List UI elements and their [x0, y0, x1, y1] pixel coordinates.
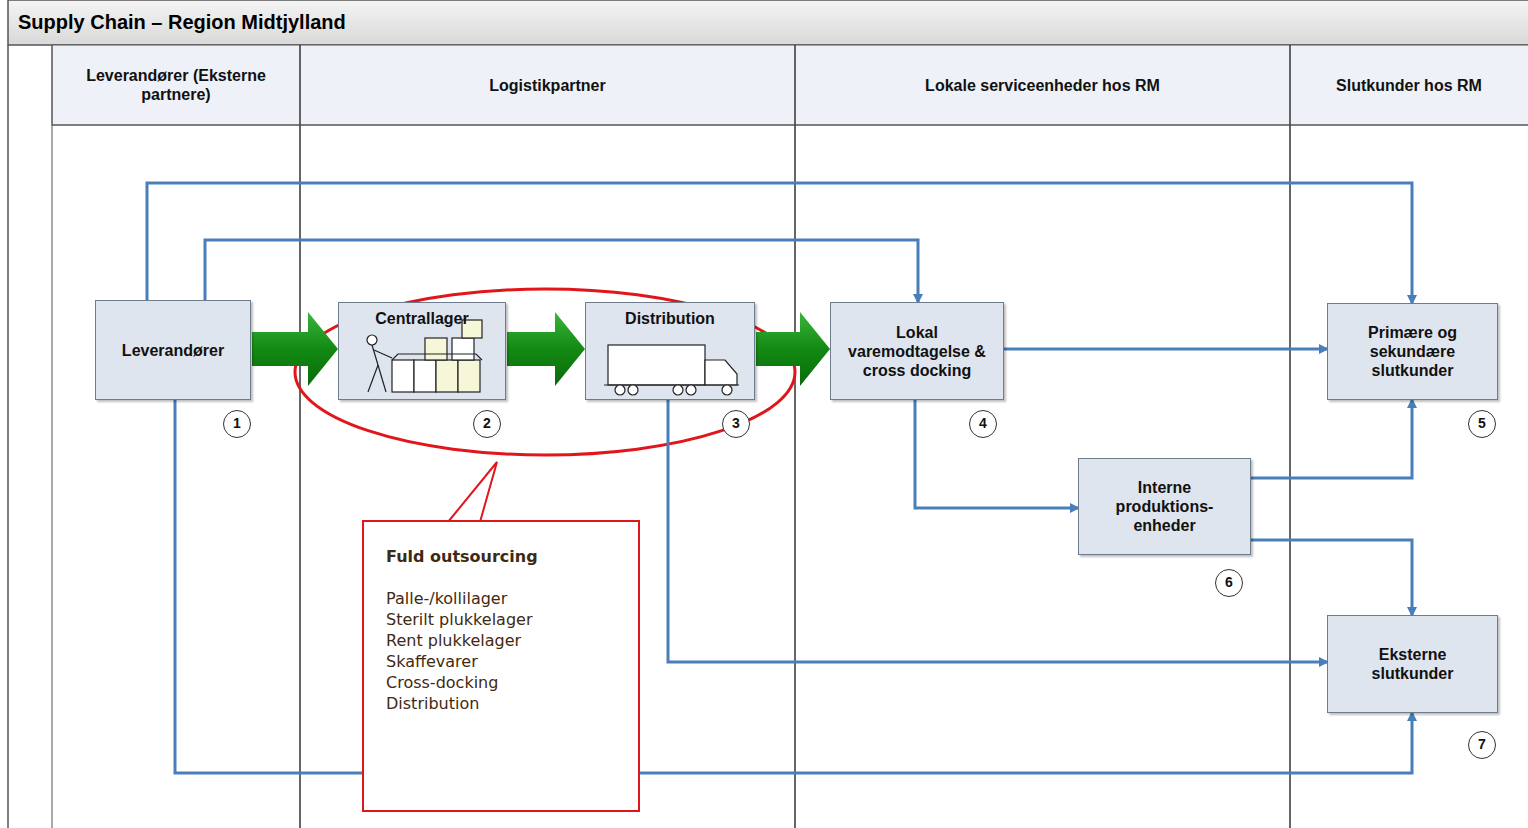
- node-label: Primære og sekundære slutkunder: [1353, 323, 1473, 380]
- flow-connector: [1251, 540, 1412, 615]
- lane-header: Leverandører (Eksterne partnere): [52, 45, 300, 125]
- callout-box: Fuld outsourcingPalle-/kollilagerSterilt…: [362, 520, 640, 812]
- flow-connector: [1251, 400, 1412, 478]
- node-label: Lokal varemodtagelse & cross docking: [842, 323, 992, 380]
- lane-title: Logistikpartner: [489, 76, 605, 95]
- callout-item: Cross-docking: [386, 672, 624, 693]
- callout-number: 7: [1468, 731, 1496, 759]
- node-label: Eksterne slutkunder: [1353, 645, 1473, 683]
- highlight-ellipse: [295, 289, 795, 455]
- lane-title: Leverandører (Eksterne partnere): [76, 66, 276, 104]
- callout-item: Skaffevarer: [386, 651, 624, 672]
- flow-connector: [668, 400, 1327, 662]
- process-box: Distribution: [585, 302, 755, 400]
- callout-item: Sterilt plukkelager: [386, 609, 624, 630]
- lane-title: Lokale serviceenheder hos RM: [925, 76, 1160, 95]
- flow-arrow: [252, 312, 338, 386]
- callout-item: Rent plukkelager: [386, 630, 624, 651]
- flow-connector: [175, 400, 1412, 773]
- callout-pointer: [448, 462, 497, 522]
- callout-number: 6: [1215, 569, 1243, 597]
- lane-header: Logistikpartner: [300, 45, 795, 125]
- process-box: Lokal varemodtagelse & cross docking: [830, 302, 1004, 400]
- process-box: Interne produktions- enheder: [1078, 458, 1251, 555]
- flow-arrow: [756, 312, 830, 386]
- lane-header: Slutkunder hos RM: [1290, 45, 1528, 125]
- process-box: Centrallager: [338, 302, 506, 400]
- flow-connector: [1004, 348, 1327, 351]
- callout-number: 2: [473, 410, 501, 438]
- callout-number: 1: [223, 410, 251, 438]
- node-label: Distribution: [625, 309, 715, 328]
- flow-arrow: [507, 312, 585, 386]
- node-label: Centrallager: [375, 309, 468, 328]
- node-label: Leverandører: [122, 341, 224, 360]
- callout-item: Distribution: [386, 693, 624, 714]
- node-label: Interne produktions- enheder: [1110, 478, 1220, 535]
- lane-title: Slutkunder hos RM: [1336, 76, 1482, 95]
- process-box: Eksterne slutkunder: [1327, 615, 1498, 713]
- warehouse-icon: [367, 320, 482, 392]
- callout-number: 4: [969, 410, 997, 438]
- flow-connector: [147, 183, 1412, 303]
- callout-heading: Fuld outsourcing: [386, 546, 624, 567]
- flow-connector: [915, 400, 1078, 508]
- callout-item: Palle-/kollilager: [386, 588, 624, 609]
- callout-number: 5: [1468, 410, 1496, 438]
- diagram-title: Supply Chain – Region Midtjylland: [18, 11, 346, 34]
- process-box: Primære og sekundære slutkunder: [1327, 303, 1498, 400]
- lane-header: Lokale serviceenheder hos RM: [795, 45, 1290, 125]
- callout-number: 3: [722, 410, 750, 438]
- truck-icon: [604, 345, 739, 395]
- flow-connector: [205, 240, 918, 302]
- process-box: Leverandører: [95, 300, 251, 400]
